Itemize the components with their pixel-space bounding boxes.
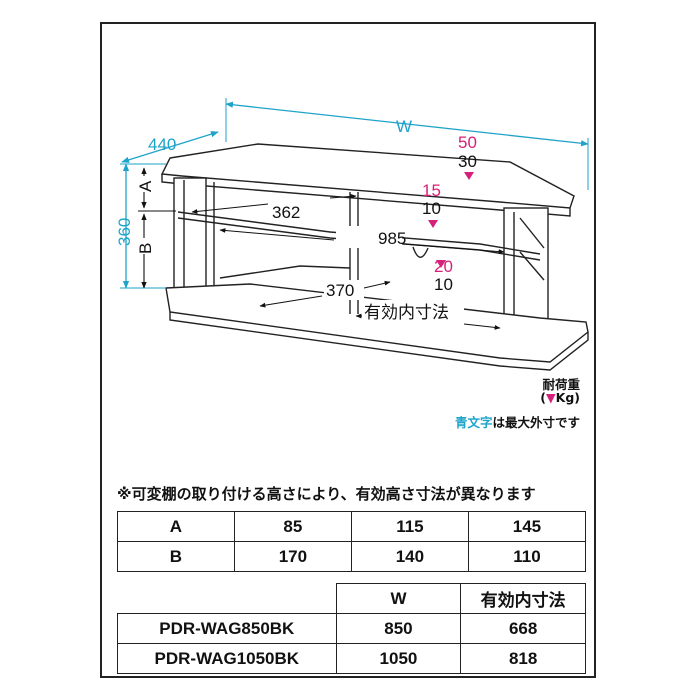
cabinet-outline — [160, 143, 589, 371]
inner-width-label: 985 — [378, 229, 406, 248]
table-cell: 668 — [460, 613, 586, 644]
height-label: 360 — [115, 218, 134, 246]
load-marker-icon — [464, 172, 474, 180]
table-row: PDR-WAG1050BK 1050 818 — [117, 643, 586, 674]
table-cell: 1050 — [335, 643, 462, 674]
b-label: B — [136, 243, 155, 254]
bottom-depth-label: 370 — [326, 281, 354, 300]
load-mid-value: 10 — [422, 199, 441, 218]
model-name-cell: PDR-WAG1050BK — [117, 643, 337, 674]
load-marker-icon — [436, 260, 446, 268]
table-row: A 85 115 145 — [117, 511, 587, 542]
model-size-table: W 有効内寸法 PDR-WAG850BK 850 668 PDR-WAG1050… — [117, 583, 586, 674]
table-cell: 140 — [350, 541, 469, 572]
effective-dim-label: 有効内寸法 — [364, 303, 449, 322]
load-marker-icon — [428, 220, 438, 228]
table-cell: 818 — [460, 643, 586, 674]
ab-height-table: A 85 115 145 B 170 140 110 — [117, 511, 587, 572]
table-cell: 115 — [350, 511, 469, 542]
load-low-value: 10 — [434, 275, 453, 294]
legend-blue-note: 青文字は最大外寸です — [454, 415, 580, 430]
table-cell: 85 — [233, 511, 352, 542]
load-mid-max: 15 — [422, 181, 441, 200]
width-label: W — [396, 117, 412, 136]
load-top-max: 50 — [458, 133, 477, 152]
legend-load-unit: (▼Kg) — [540, 390, 580, 405]
table-row: PDR-WAG850BK 850 668 — [117, 613, 586, 644]
table-cell: A — [117, 511, 235, 542]
table-header-cell: W — [335, 583, 462, 614]
load-low: 20 10 — [434, 257, 453, 294]
load-mid: 15 10 — [422, 181, 441, 228]
table-blank-cell — [118, 584, 337, 614]
model-name-cell: PDR-WAG850BK — [117, 613, 337, 644]
load-low-max: 20 — [434, 257, 453, 276]
width-dimension: W — [225, 98, 589, 190]
load-top-value: 30 — [458, 152, 477, 171]
legend-load-title: 耐荷重 — [542, 377, 580, 392]
tv-stand-diagram: W 440 360 A B 362 985 370 — [115, 98, 589, 371]
inner-depth-label: 362 — [272, 203, 300, 222]
inner-dimensions: 362 985 370 有効内寸法 — [191, 194, 505, 330]
a-label: A — [136, 180, 155, 192]
table-cell: 170 — [233, 541, 352, 572]
table-header-cell: 有効内寸法 — [460, 583, 586, 614]
table-cell: 850 — [335, 613, 462, 644]
table-header-row: W 有効内寸法 — [118, 583, 586, 614]
load-marker-icon: ▼ — [546, 390, 556, 405]
ab-dimension: A B — [136, 167, 176, 289]
table-cell: 145 — [467, 511, 587, 542]
table-row: B 170 140 110 — [117, 541, 587, 572]
depth-dimension: 440 — [121, 131, 219, 163]
depth-label: 440 — [148, 135, 176, 154]
table-cell: B — [117, 541, 235, 572]
load-top: 50 30 — [458, 133, 477, 180]
table-cell: 110 — [467, 541, 587, 572]
shelf-height-note: ※可変棚の取り付ける高さにより、有効高さ寸法が異なります — [117, 485, 536, 503]
